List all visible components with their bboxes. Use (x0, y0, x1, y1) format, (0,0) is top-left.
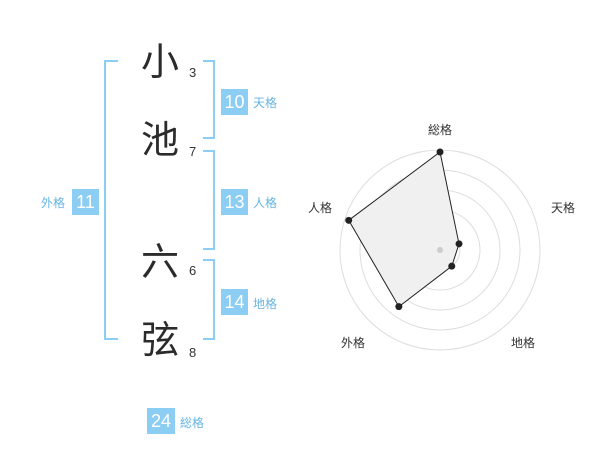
axis-label-soukaku: 総格 (428, 122, 452, 137)
gaikaku-label: 外格 (41, 196, 66, 210)
chikaku-label: 地格 (253, 297, 278, 311)
axis-label-gaikaku: 外格 (341, 335, 365, 350)
chikaku-badge: 14 (221, 289, 248, 315)
name-kanji-3: 六 (140, 240, 179, 284)
gaikaku-bracket (104, 60, 118, 340)
stroke-count-2: 7 (189, 144, 197, 159)
soukaku-badge: 24 (147, 408, 175, 434)
radar-point (455, 240, 463, 248)
radar-center-dot (437, 247, 443, 253)
tenkaku-label: 天格 (253, 96, 278, 110)
jinkaku-label: 人格 (253, 196, 278, 210)
jinkaku-badge: 13 (221, 189, 248, 215)
radar-area (348, 151, 460, 308)
axis-label-tenkaku: 天格 (551, 200, 575, 215)
radar-point (448, 262, 456, 270)
stroke-count-3: 6 (189, 263, 197, 278)
chikaku-bracket (203, 259, 215, 340)
name-kanji-2: 池 (140, 118, 179, 162)
axis-label-chikaku: 地格 (511, 335, 535, 350)
name-kanji-1: 小 (140, 40, 179, 84)
tenkaku-bracket (203, 60, 215, 139)
axis-label-jinkaku: 人格 (308, 200, 332, 215)
radar-point (395, 303, 403, 311)
radar-point (436, 148, 444, 156)
gaikaku-badge: 11 (72, 189, 99, 215)
name-kanji-4: 弦 (140, 318, 179, 362)
jinkaku-bracket (203, 150, 215, 250)
stroke-count-4: 8 (189, 345, 197, 360)
tenkaku-badge: 10 (221, 89, 248, 115)
soukaku-label: 総格 (180, 416, 205, 430)
radar-point (345, 216, 353, 224)
stroke-count-1: 3 (189, 65, 197, 80)
radar-points (345, 148, 463, 311)
